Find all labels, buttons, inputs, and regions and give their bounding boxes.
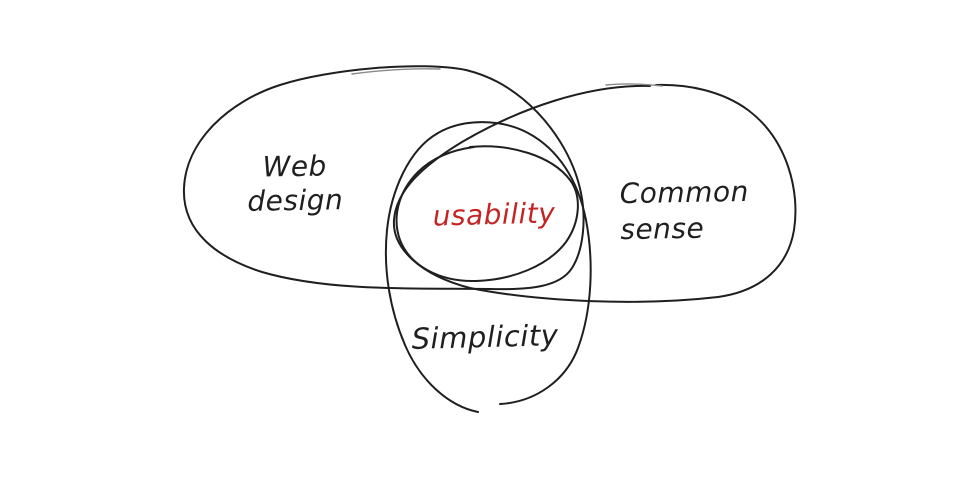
- common-sense-ellipse: [392, 83, 797, 303]
- pen-overshoot-stroke-right: [605, 83, 663, 87]
- usability-label: usability: [432, 196, 556, 233]
- simplicity-label: Simplicity: [411, 318, 559, 356]
- common-sense-label: Common sense: [619, 174, 749, 248]
- simplicity-ellipse: [384, 121, 592, 413]
- web-design-ellipse: [182, 65, 585, 291]
- pen-overshoot-stroke-left: [351, 68, 441, 75]
- web-design-label: Web design: [227, 149, 362, 219]
- common-sense-label-line1: Common: [619, 174, 750, 211]
- web-design-label-line2: design: [247, 183, 344, 218]
- common-sense-label-line2: sense: [620, 211, 705, 247]
- web-design-label-line1: Web: [262, 149, 328, 184]
- usability-ellipse: [395, 145, 579, 283]
